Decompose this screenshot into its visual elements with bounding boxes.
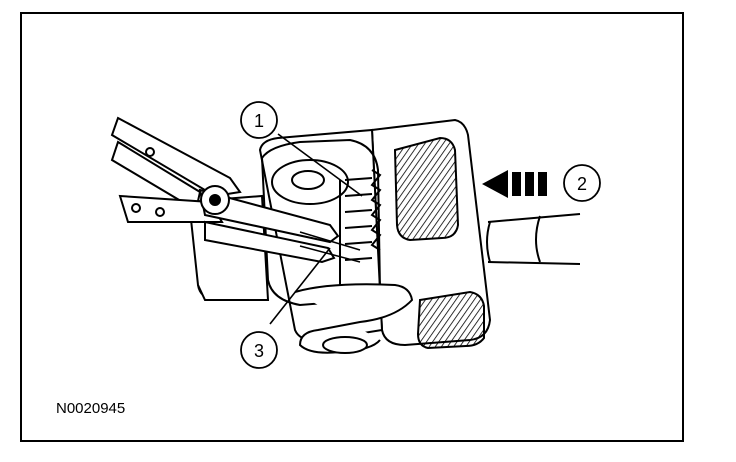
callout-1-label: 1 bbox=[254, 111, 264, 131]
leader-lines bbox=[269, 133, 363, 325]
figure-id: N0020945 bbox=[56, 400, 126, 417]
pliers-tool bbox=[110, 116, 361, 264]
bottom-clip bbox=[294, 283, 414, 354]
callout-2-label: 2 bbox=[577, 174, 587, 194]
callout-1: 1 bbox=[240, 101, 278, 139]
shaft bbox=[486, 213, 581, 265]
callout-3-label: 3 bbox=[254, 341, 264, 361]
callout-3: 3 bbox=[240, 331, 278, 369]
push-direction-arrow bbox=[482, 170, 547, 198]
callout-2: 2 bbox=[563, 164, 601, 202]
